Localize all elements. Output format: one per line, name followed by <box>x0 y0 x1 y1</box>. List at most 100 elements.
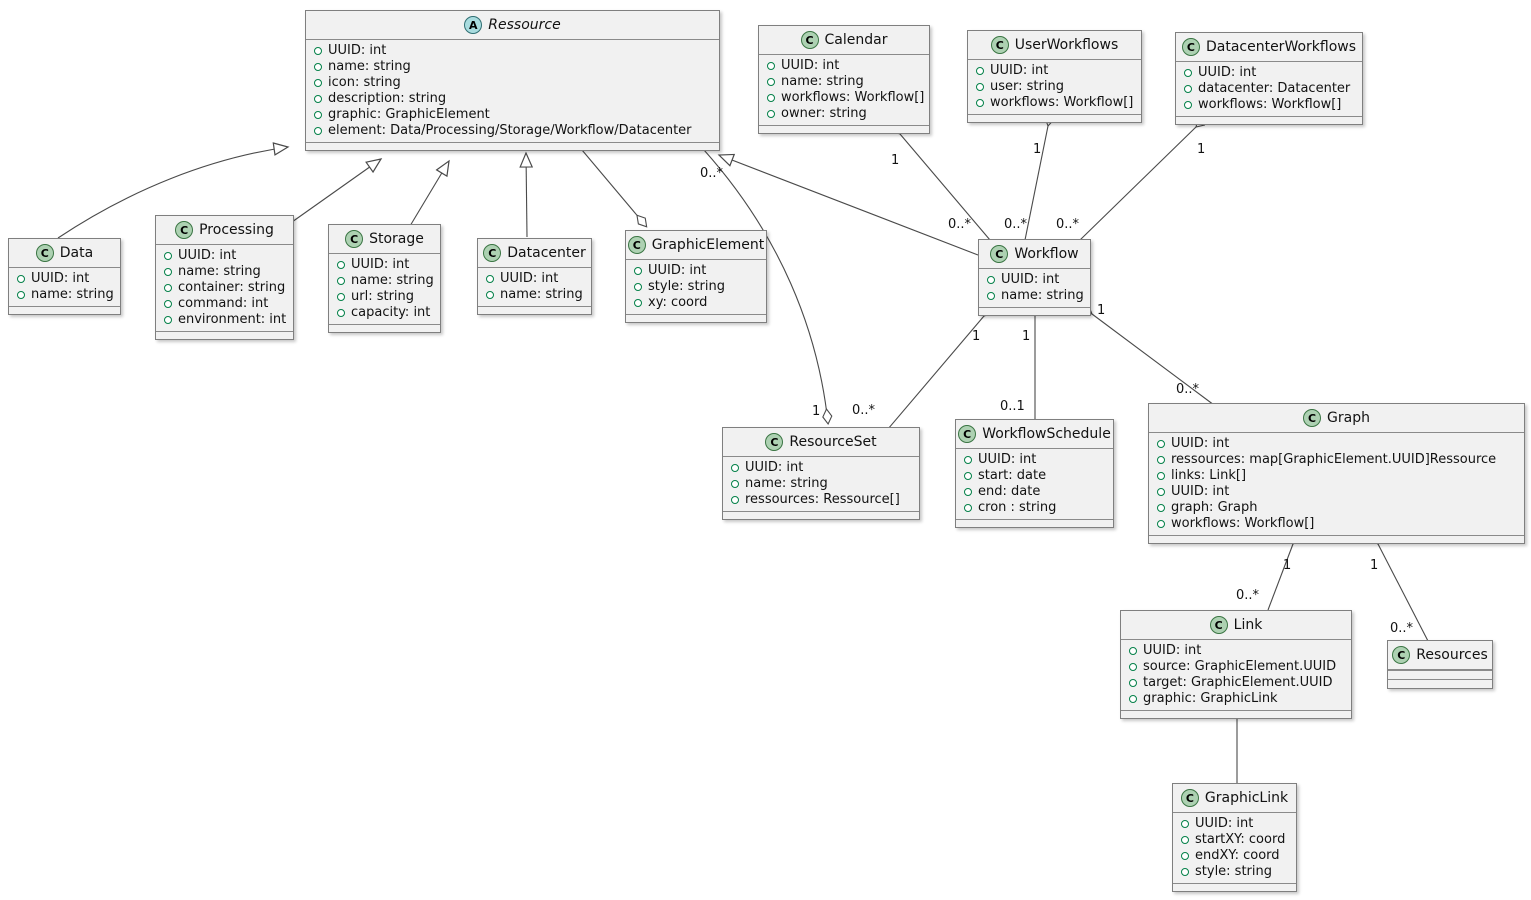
attribute-row: UUID: int <box>1149 436 1524 452</box>
attribute-text: name: string <box>500 287 583 302</box>
class-header: C Calendar <box>759 26 929 55</box>
attribute-text: UUID: int <box>31 271 90 286</box>
methods-compartment <box>626 314 766 322</box>
methods-compartment <box>1173 883 1296 891</box>
field-visibility-icon <box>314 63 322 71</box>
methods-compartment <box>723 511 919 519</box>
multiplicity-label: 1 <box>1283 558 1291 573</box>
attribute-text: name: string <box>745 476 828 491</box>
class-icon: C <box>1303 409 1322 427</box>
attribute-row: name: string <box>723 476 919 492</box>
class-name: Resources <box>1416 646 1488 663</box>
class-header: A Ressource <box>306 11 719 40</box>
field-visibility-icon <box>976 99 984 107</box>
attribute-row: name: string <box>156 264 293 280</box>
class-name: DatacenterWorkflows <box>1205 38 1357 55</box>
attribute-text: UUID: int <box>500 271 559 286</box>
field-visibility-icon <box>1129 663 1137 671</box>
field-visibility-icon <box>314 111 322 119</box>
attribute-row: name: string <box>478 287 591 303</box>
class-icon: C <box>35 244 54 262</box>
attribute-text: owner: string <box>781 106 867 121</box>
field-visibility-icon <box>987 292 995 300</box>
attribute-text: workflows: Workflow[] <box>1198 97 1342 112</box>
field-visibility-icon <box>1157 456 1165 464</box>
attribute-text: ressources: Ressource[] <box>745 492 900 507</box>
attribute-row: description: string <box>306 91 719 107</box>
class-icon: C <box>1209 616 1228 634</box>
multiplicity-label: 0..* <box>1056 217 1080 232</box>
generalization-datacenter-ressource <box>519 151 534 238</box>
class-name: Datacenter <box>507 244 586 261</box>
attribute-text: UUID: int <box>648 263 707 278</box>
field-visibility-icon <box>634 283 642 291</box>
multiplicity-label: 0..* <box>1236 588 1260 603</box>
field-visibility-icon <box>731 496 739 504</box>
attribute-text: capacity: int <box>351 305 431 320</box>
attribute-text: name: string <box>1001 288 1084 303</box>
field-visibility-icon <box>964 488 972 496</box>
methods-compartment <box>156 331 293 339</box>
attribute-row: capacity: int <box>329 305 440 321</box>
attribute-text: graphic: GraphicElement <box>328 107 490 122</box>
field-visibility-icon <box>1184 69 1192 77</box>
field-visibility-icon <box>976 67 984 75</box>
attribute-row: UUID: int <box>956 452 1113 468</box>
attribute-text: user: string <box>990 79 1064 94</box>
field-visibility-icon <box>976 83 984 91</box>
class-icon: C <box>1180 789 1199 807</box>
abstract-class-icon: A <box>464 16 483 34</box>
field-visibility-icon <box>767 110 775 118</box>
attribute-row: container: string <box>156 280 293 296</box>
methods-compartment <box>1149 535 1524 543</box>
attribute-row: url: string <box>329 289 440 305</box>
field-visibility-icon <box>1157 520 1165 528</box>
attribute-text: graph: Graph <box>1171 500 1258 515</box>
class-name: GraphicLink <box>1204 789 1289 806</box>
attribute-text: command: int <box>178 296 269 311</box>
attribute-row: UUID: int <box>306 43 719 59</box>
field-visibility-icon <box>1181 852 1189 860</box>
multiplicity-label: 1 <box>1370 558 1378 573</box>
generalization-storage-ressource <box>409 159 450 227</box>
attribute-row: name: string <box>329 273 440 289</box>
attribute-text: links: Link[] <box>1171 468 1247 483</box>
attribute-row: UUID: int <box>979 272 1090 288</box>
attribute-row: cron : string <box>956 500 1113 516</box>
methods-compartment <box>1121 710 1351 718</box>
multiplicity-label: 1 <box>972 329 980 344</box>
multiplicity-label: 0..* <box>700 166 724 181</box>
class-name: Link <box>1233 616 1263 633</box>
field-visibility-icon <box>314 95 322 103</box>
class-name: Data <box>59 244 94 261</box>
attribute-text: UUID: int <box>1001 272 1060 287</box>
field-visibility-icon <box>964 472 972 480</box>
multiplicity-label: 0..* <box>1176 382 1200 397</box>
class-name: Ressource <box>488 16 561 33</box>
attribute-text: graphic: GraphicLink <box>1143 691 1278 706</box>
methods-compartment <box>9 306 120 314</box>
attribute-row: name: string <box>759 74 929 90</box>
attribute-text: UUID: int <box>1171 484 1230 499</box>
field-visibility-icon <box>486 275 494 283</box>
class-header: C Processing <box>156 216 293 245</box>
attribute-row: UUID: int <box>1149 484 1524 500</box>
field-visibility-icon <box>767 78 775 86</box>
attribute-text: name: string <box>178 264 261 279</box>
class-name: UserWorkflows <box>1014 36 1119 53</box>
attribute-text: name: string <box>351 273 434 288</box>
class-name: ResourceSet <box>789 433 877 450</box>
methods-compartment <box>329 324 440 332</box>
field-visibility-icon <box>337 277 345 285</box>
field-visibility-icon <box>164 300 172 308</box>
class-name: Workflow <box>1014 245 1079 262</box>
attribute-text: url: string <box>351 289 415 304</box>
field-visibility-icon <box>1157 440 1165 448</box>
